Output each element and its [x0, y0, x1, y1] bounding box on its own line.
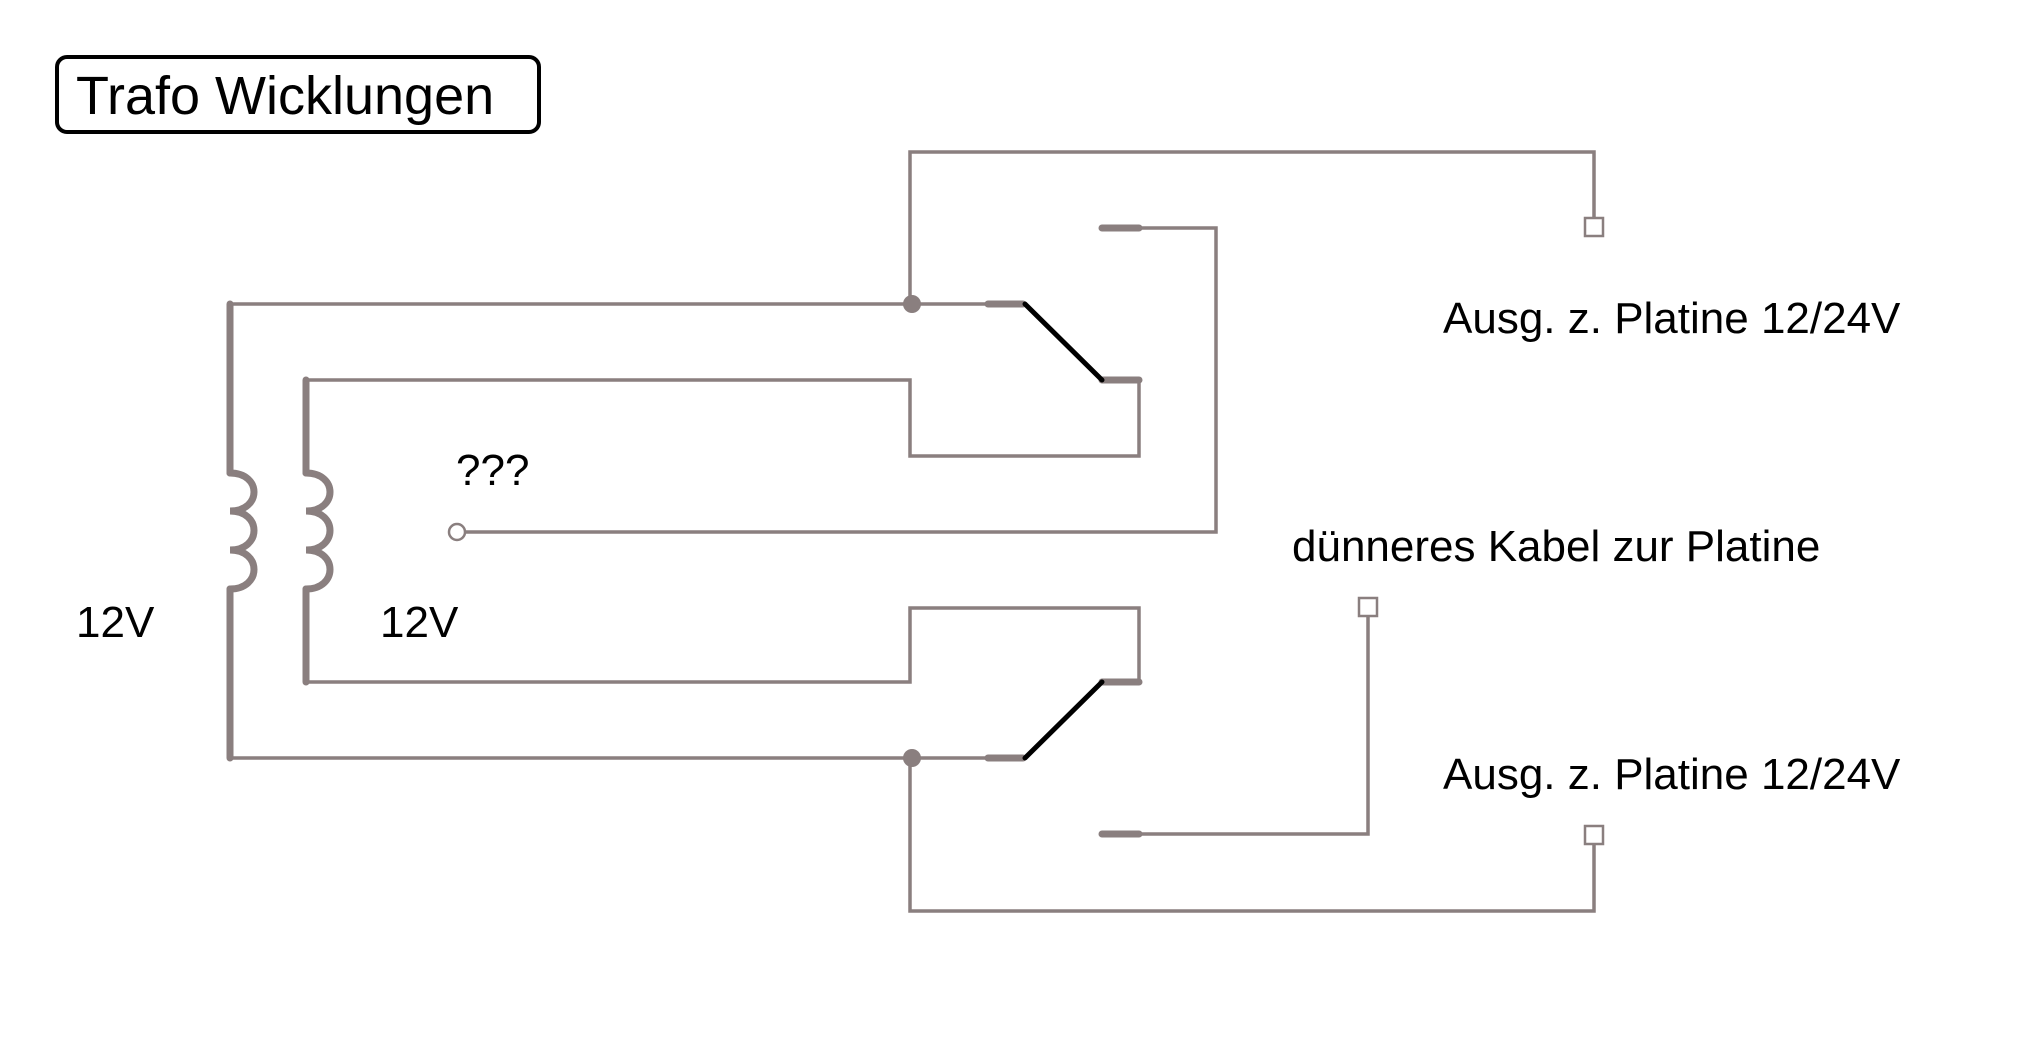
- open-wire-end: [447, 522, 467, 542]
- terminal-output-top: [1583, 216, 1605, 238]
- switch-top: [984, 224, 1143, 384]
- switch-bottom-lever: [1022, 679, 1105, 761]
- label-output-bottom: Ausg. z. Platine 12/24V: [1443, 750, 1901, 799]
- terminal-thin-cable: [1357, 596, 1379, 618]
- label-unknown-wire: ???: [456, 446, 529, 495]
- terminal-output-bottom: [1583, 824, 1605, 846]
- title-box: Trafo Wicklungen: [55, 55, 541, 134]
- wire-output-bottom: [908, 756, 1596, 913]
- label-secondary-voltage: 12V: [380, 598, 459, 647]
- junction-node-bottom: [903, 749, 921, 767]
- diagram-title: Trafo Wicklungen: [76, 66, 494, 126]
- wire-secondary-bottom: [304, 606, 1141, 684]
- label-thin-cable: dünneres Kabel zur Platine: [1292, 522, 1820, 571]
- switch-top-lever: [1022, 301, 1105, 383]
- wire-unknown: [462, 226, 1218, 534]
- switch-bottom: [984, 678, 1143, 838]
- transformer-windings: [226, 300, 334, 762]
- wire-thin-cable: [1137, 613, 1370, 836]
- wire-output-top: [908, 150, 1596, 306]
- label-primary-voltage: 12V: [76, 598, 155, 647]
- wire-secondary-top: [304, 378, 1141, 458]
- winding-secondary: [302, 376, 334, 686]
- label-output-top: Ausg. z. Platine 12/24V: [1443, 294, 1901, 343]
- junction-node-top: [903, 295, 921, 313]
- winding-primary: [226, 300, 258, 762]
